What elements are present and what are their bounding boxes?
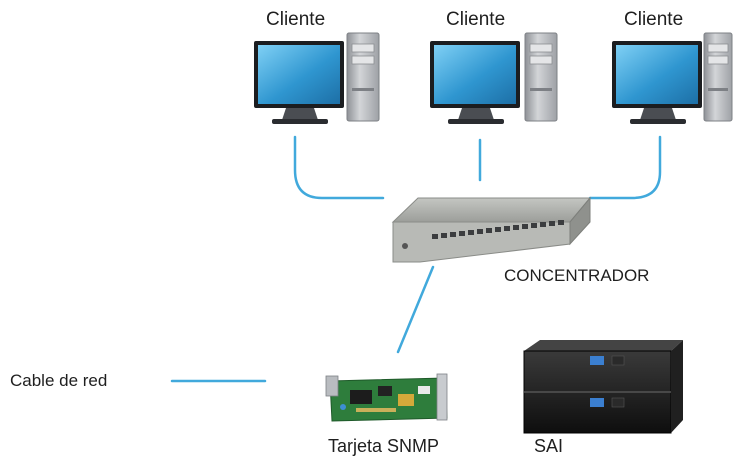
hub-icon xyxy=(391,196,592,263)
monitor-icon xyxy=(430,41,520,124)
monitor-icon xyxy=(254,41,344,124)
cable-client-1 xyxy=(293,135,385,200)
tower-icon xyxy=(524,32,558,122)
tower-icon xyxy=(346,32,380,122)
client-computer-3 xyxy=(612,32,733,124)
monitor-icon xyxy=(612,41,702,124)
ups-icon xyxy=(523,340,683,434)
ups-display-bottom xyxy=(590,398,604,407)
client-computer-2 xyxy=(430,32,558,124)
hub-label: CONCENTRADOR xyxy=(504,266,650,285)
cable-client-3 xyxy=(588,135,662,200)
snmp-card-icon xyxy=(325,373,448,422)
snmp-card-label: Tarjeta SNMP xyxy=(328,436,440,456)
client-label-2: Cliente xyxy=(446,9,506,30)
client-label-1: Cliente xyxy=(266,9,326,30)
cable-hub-to-card xyxy=(396,265,435,354)
cable-legend-label: Cable de red xyxy=(10,371,108,390)
ups-display-top xyxy=(590,356,604,365)
client-label-3: Cliente xyxy=(624,9,684,30)
client-computer-1 xyxy=(254,32,380,124)
hub-power-led xyxy=(402,243,408,249)
hub-ports xyxy=(432,220,564,239)
network-cables xyxy=(170,135,662,383)
ups-label: SAI xyxy=(534,436,564,456)
tower-icon xyxy=(703,32,733,122)
